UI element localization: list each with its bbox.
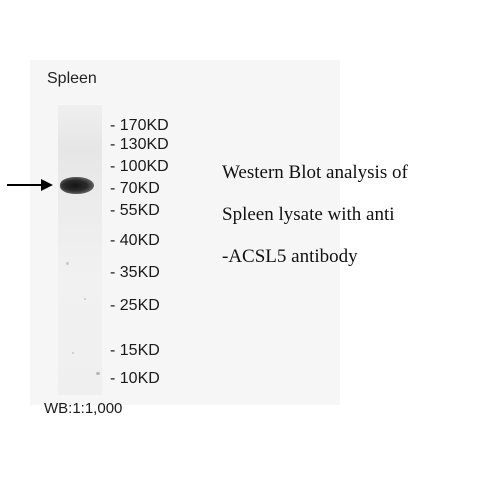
caption-line: Western Blot analysis of (222, 162, 408, 183)
marker-label: - 35KD (110, 264, 160, 281)
blot-speck (66, 262, 69, 265)
blot-speck (84, 298, 86, 300)
blot-speck (96, 372, 100, 375)
marker-label: - 40KD (110, 232, 160, 249)
caption-line: Spleen lysate with anti (222, 204, 395, 225)
marker-label: - 55KD (110, 202, 160, 219)
marker-label: - 15KD (110, 342, 160, 359)
marker-label: - 10KD (110, 370, 160, 387)
marker-label: - 100KD (110, 158, 169, 175)
marker-label: - 130KD (110, 136, 169, 153)
blot-lane (58, 105, 102, 395)
arrow-right-icon (7, 179, 53, 191)
marker-label: - 70KD (110, 180, 160, 197)
dilution-label: WB:1:1,000 (44, 400, 123, 417)
protein-band (60, 177, 94, 194)
figure-caption: Western Blot analysis of Spleen lysate w… (222, 158, 492, 284)
marker-label: - 170KD (110, 117, 169, 134)
caption-line: -ACSL5 antibody (222, 246, 358, 267)
marker-label: - 25KD (110, 297, 160, 314)
lane-label: Spleen (47, 70, 97, 87)
blot-speck (72, 352, 74, 354)
